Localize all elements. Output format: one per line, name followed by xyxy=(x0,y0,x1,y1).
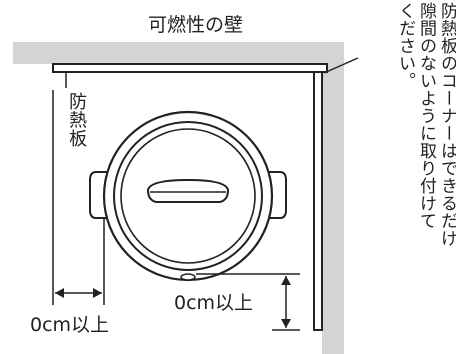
left-arrowhead-right xyxy=(93,288,102,298)
bottom-gap-label: 0cm以上 xyxy=(174,292,254,314)
heat-shield-label: 防熱板 xyxy=(66,92,88,148)
heat-shield-right xyxy=(313,71,323,331)
installation-note: 防熱板のコーナーはできるだけ 隙間のないように取り付けて ください。 xyxy=(360,2,456,352)
note-line-2: 隙間のないように取り付けて xyxy=(415,2,436,230)
right-arrowhead-up xyxy=(281,276,291,285)
pot-foot xyxy=(180,273,196,281)
left-arrowhead-left xyxy=(55,288,64,298)
note-leader-line xyxy=(323,57,359,74)
right-arrowhead-down xyxy=(281,319,291,328)
note-line-3: ください。 xyxy=(394,2,415,90)
note-line-1: 防熱板のコーナーはできるだけ xyxy=(437,2,456,247)
left-gap-label: 0cm以上 xyxy=(30,314,110,336)
wall-label: 可燃性の壁 xyxy=(148,14,244,36)
heat-shield-top xyxy=(52,63,328,73)
lid-knob xyxy=(146,178,230,203)
